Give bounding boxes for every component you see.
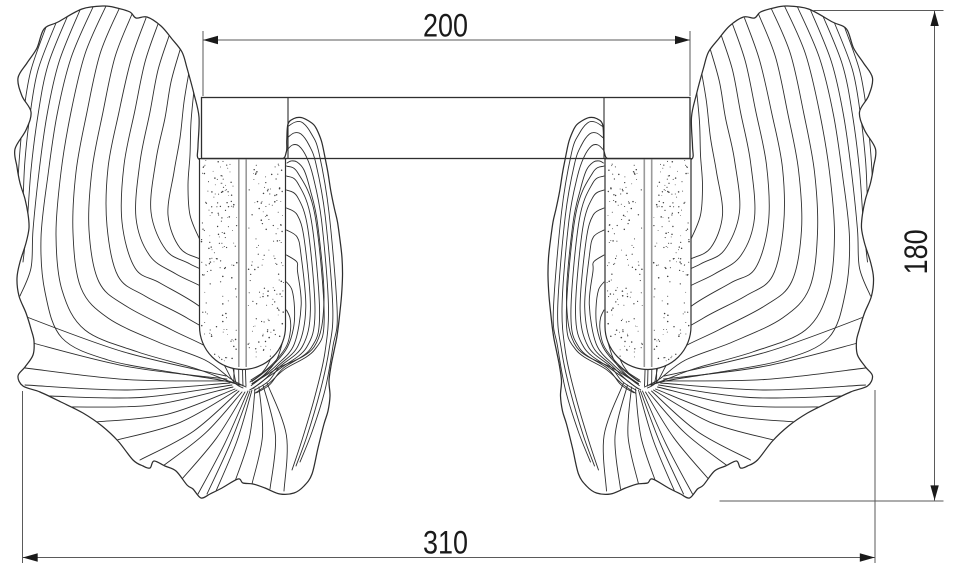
svg-text:310: 310 (423, 525, 468, 561)
svg-text:200: 200 (423, 8, 468, 44)
svg-text:180: 180 (898, 229, 934, 274)
